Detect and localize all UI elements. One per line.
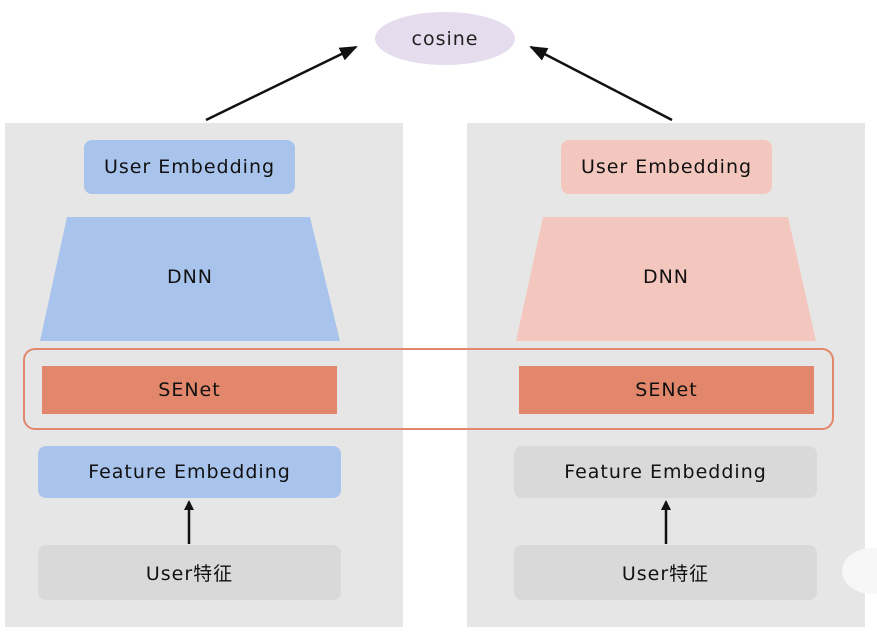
right-to-cosine-arrow [529, 45, 673, 122]
right-senet: SENet [519, 366, 814, 414]
left-dnn-label: DNN [166, 266, 214, 288]
left-feature-embedding: Feature Embedding [38, 446, 341, 498]
right-user-embedding: User Embedding [561, 140, 772, 194]
senet-highlight-frame [23, 348, 834, 430]
right-dnn-trapezoid [516, 217, 816, 341]
left-user-embedding: User Embedding [84, 140, 295, 194]
right-dnn-label: DNN [642, 266, 690, 288]
left-to-cosine-arrow [205, 45, 358, 122]
left-user-features: User特征 [38, 545, 341, 600]
left-dnn-trapezoid [40, 217, 340, 341]
left-senet: SENet [42, 366, 337, 414]
cosine-node: cosine [375, 12, 515, 65]
right-user-features: User特征 [514, 545, 817, 600]
right-feature-embedding: Feature Embedding [514, 446, 817, 498]
